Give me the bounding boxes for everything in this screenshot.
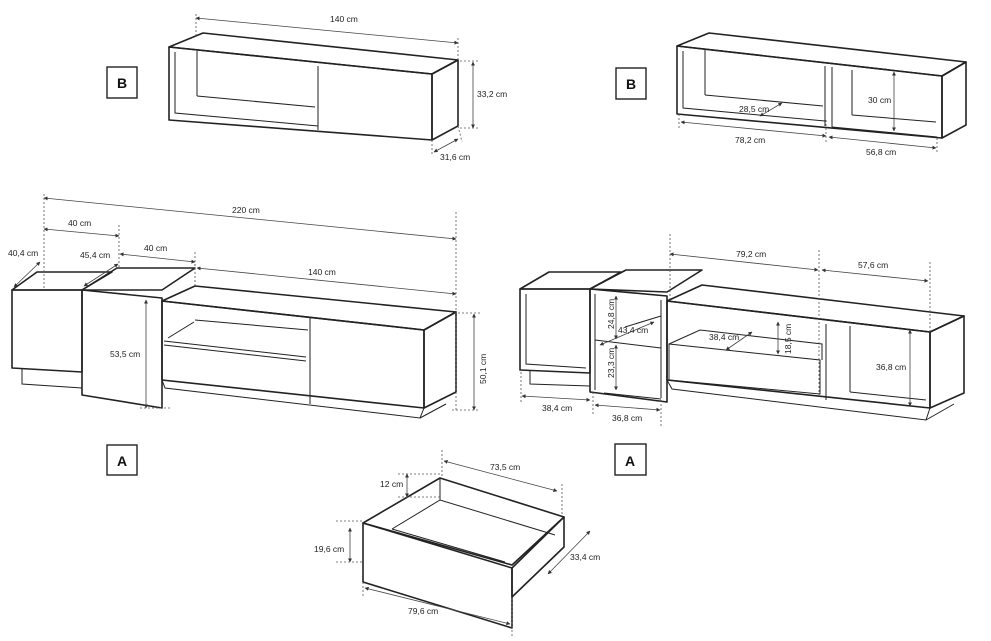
a2-shelf-d-label: 43,4 cm [618, 325, 648, 335]
b1-height-label: 33,2 cm [477, 89, 507, 99]
a1-depth-label: 40,4 cm [8, 248, 38, 258]
badge-a-right: A [614, 443, 647, 476]
a2-open-h-label: 36,8 cm [876, 362, 906, 372]
a2-width1-label: 79,2 cm [736, 249, 766, 259]
svg-text:B: B [626, 76, 636, 92]
wall-shelf-b-open: B 28,5 cm 30 cm 78,2 cm 56,8 cm [615, 32, 967, 157]
a1-mid-depth-label: 45,4 cm [80, 250, 110, 260]
b1-depth-label: 31,6 cm [440, 152, 470, 162]
a2-w36-label: 36,8 cm [612, 413, 642, 423]
drawer-inner-h-label: 12 cm [380, 479, 403, 489]
svg-text:B: B [117, 75, 127, 91]
badge-b-right: B [615, 67, 647, 100]
a2-drawer-d-label: 38,4 cm [709, 332, 739, 342]
a1-top40-left-label: 40 cm [68, 218, 91, 228]
drawer-front-h-label: 19,6 cm [314, 544, 344, 554]
b2-inner-height-label: 30 cm [868, 95, 891, 105]
b2-inner-depth-label: 28,5 cm [739, 104, 769, 114]
b2-left-width-label: 78,2 cm [735, 135, 765, 145]
wall-shelf-b-closed: B 140 cm 33,2 cm 31,6 cm [106, 14, 507, 162]
b2-right-width-label: 56,8 cm [866, 147, 896, 157]
a2-shelf-h2-label: 23,3 cm [606, 348, 616, 378]
svg-text:A: A [625, 453, 635, 469]
drawer-detail: 73,5 cm 12 cm 19,6 cm 33,4 cm 79,6 cm [314, 450, 600, 636]
a1-bench-height-label: 50,1 cm [478, 354, 488, 384]
a1-total-label: 220 cm [232, 205, 260, 215]
a1-cab-height-label: 53,5 cm [110, 349, 140, 359]
a2-width2-label: 57,6 cm [858, 260, 888, 270]
tv-unit-a-closed: A 220 cm 40 cm 40 cm 40,4 cm [8, 194, 488, 476]
drawer-width-label: 73,5 cm [490, 462, 520, 472]
badge-a-left: A [106, 444, 138, 476]
badge-b-left: B [106, 66, 138, 99]
a1-bench-label: 140 cm [308, 267, 336, 277]
a2-w38-label: 38,4 cm [542, 403, 572, 413]
drawer-front-w-label: 79,6 cm [408, 606, 438, 616]
drawer-depth-label: 33,4 cm [570, 552, 600, 562]
a1-top40-mid-label: 40 cm [144, 243, 167, 253]
a2-drawer-h-label: 18,5 cm [783, 324, 793, 354]
a2-shelf-h1-label: 24,8 cm [606, 299, 616, 329]
svg-text:A: A [117, 453, 127, 469]
b1-width-label: 140 cm [330, 14, 358, 24]
tv-unit-a-open: A 79,2 cm 57,6 cm 24,8 cm [519, 234, 965, 476]
